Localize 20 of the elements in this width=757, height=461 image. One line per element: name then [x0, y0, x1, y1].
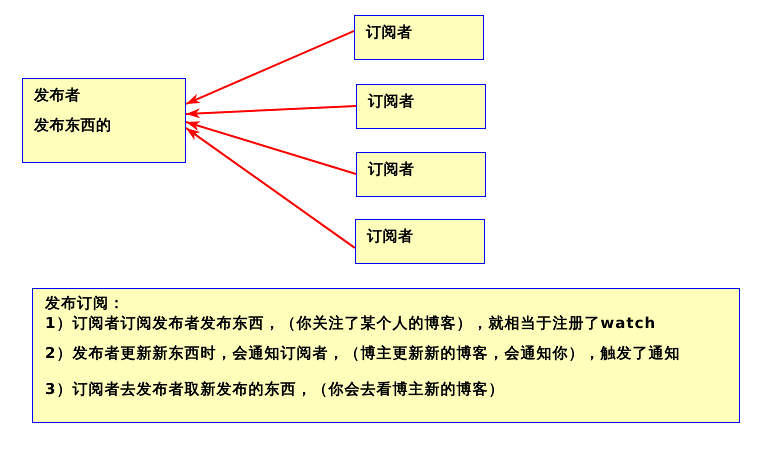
arrow	[185, 127, 356, 249]
note-line: 2）发布者更新新东西时，会通知订阅者，（博主更新新的博客，会通知你），触发了通知	[45, 344, 680, 362]
node-label: 订阅者	[366, 23, 412, 41]
node-text: 发布东西的	[34, 116, 112, 134]
process-box	[354, 15, 484, 60]
node-label: 订阅者	[368, 92, 414, 110]
process-box	[356, 152, 486, 197]
node-heading: 发布者	[34, 86, 80, 104]
process-box	[355, 219, 485, 264]
note-heading: 发布订阅：	[45, 294, 125, 312]
node-label: 订阅者	[368, 160, 414, 178]
arrow	[186, 30, 354, 105]
process-box	[356, 84, 486, 129]
arrow	[186, 105, 356, 118]
node-label: 订阅者	[367, 227, 414, 245]
note-line: 1）订阅者订阅发布者发布东西，（你关注了某个人的博客），就相当于注册了watch	[45, 314, 656, 332]
note-box	[32, 288, 740, 423]
process-box	[22, 78, 186, 163]
note-line: 3）订阅者去发布者取新发布的东西，（你会去看博主新的博客）	[45, 380, 504, 398]
arrow	[186, 121, 356, 175]
